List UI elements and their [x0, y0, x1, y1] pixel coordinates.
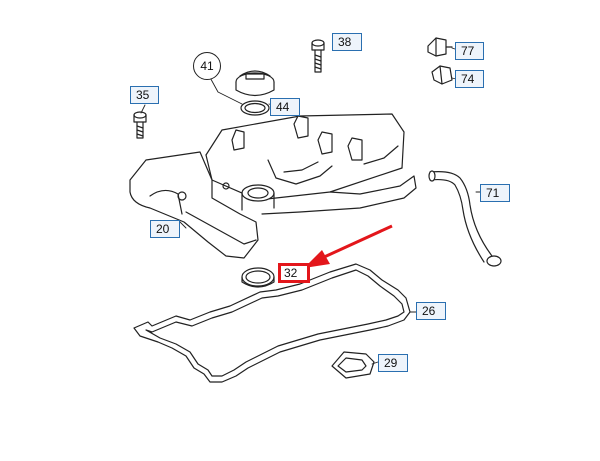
breather-hose-71-illustration: [428, 170, 502, 267]
callout-26-label: 26: [422, 304, 436, 318]
callout-77-label: 77: [461, 44, 475, 58]
callout-38[interactable]: 38: [332, 33, 362, 51]
clip-77-illustration: [427, 37, 453, 57]
callout-32-label: 32: [284, 266, 298, 280]
callout-44-label: 44: [276, 100, 290, 114]
seal-ring-44-illustration: [240, 100, 270, 116]
oil-filler-cap-illustration: [235, 70, 275, 97]
callout-35-label: 35: [136, 88, 150, 102]
callout-35[interactable]: 35: [130, 86, 159, 104]
callout-20[interactable]: 20: [150, 220, 180, 238]
callout-29[interactable]: 29: [378, 354, 408, 372]
bolt-35-illustration: [133, 111, 147, 139]
callout-20-label: 20: [156, 222, 170, 236]
filler-seal-32-illustration: [241, 267, 275, 288]
callout-41-label: 41: [200, 59, 214, 73]
callout-29-label: 29: [384, 356, 398, 370]
callout-77[interactable]: 77: [455, 42, 484, 60]
leader-35: [140, 104, 146, 114]
leader-29: [371, 361, 379, 365]
callout-71-label: 71: [486, 186, 500, 200]
callout-44[interactable]: 44: [270, 98, 300, 116]
callout-32-highlighted[interactable]: 32: [278, 263, 310, 283]
callout-74-label: 74: [461, 72, 475, 86]
gasket-26-illustration: [133, 263, 411, 383]
cylinder-head-cover-20-illustration: [129, 113, 417, 259]
clip-74-illustration: [431, 65, 453, 85]
callout-41[interactable]: 41: [193, 52, 221, 80]
gasket-29-illustration: [331, 351, 375, 379]
callout-38-label: 38: [338, 35, 352, 49]
highlight-arrow: [304, 224, 393, 268]
callout-71[interactable]: 71: [480, 184, 510, 202]
bolt-38-illustration: [311, 39, 325, 73]
callout-26[interactable]: 26: [416, 302, 446, 320]
callout-74[interactable]: 74: [455, 70, 484, 88]
